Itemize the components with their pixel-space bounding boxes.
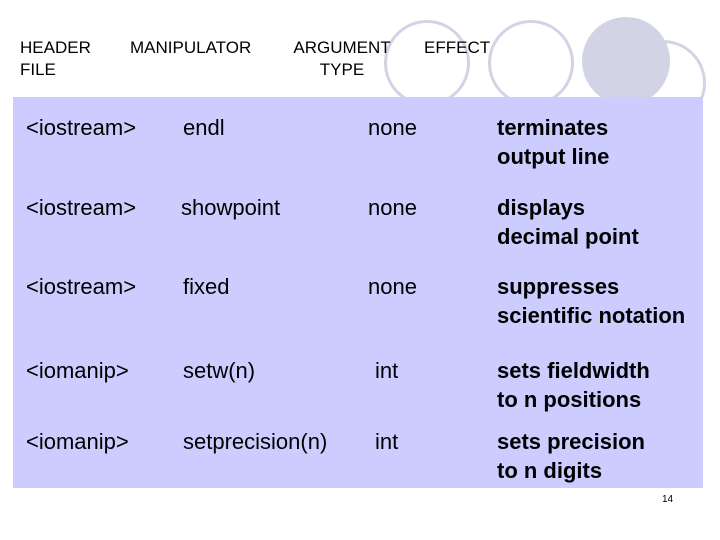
argument-type-line1: ARGUMENT [293, 38, 391, 57]
cell-effect: suppresses scientific notation [497, 272, 685, 330]
argument-type-line2: TYPE [319, 60, 365, 79]
column-header-header-file: HEADER FILE [20, 37, 91, 81]
page-number: 14 [662, 494, 674, 505]
cell-argument-type: none [368, 115, 417, 140]
effect-line1: sets fieldwidth [497, 358, 650, 383]
decorative-circle [488, 20, 574, 106]
manipulator-table: <iostream> endl none terminates output l… [13, 97, 703, 488]
decorative-circle [384, 20, 470, 106]
cell-manipulator: endl [183, 115, 225, 140]
effect-line2: scientific notation [497, 303, 686, 328]
column-header-effect: EFFECT [424, 38, 491, 57]
cell-manipulator: fixed [183, 274, 230, 299]
cell-manipulator: setw(n) [183, 358, 256, 383]
effect-line2: to n digits [497, 458, 603, 483]
cell-argument-type: none [368, 195, 417, 220]
cell-effect: displays decimal point [497, 193, 639, 251]
effect-line2: to n positions [497, 387, 642, 412]
effect-line1: sets precision [497, 429, 645, 454]
cell-header-file: <iostream> [26, 274, 137, 299]
column-header-argument-type: ARGUMENT TYPE [288, 37, 396, 81]
cell-header-file: <iostream> [26, 195, 137, 220]
effect-line2: output line [497, 144, 610, 169]
cell-effect: terminates output line [497, 113, 609, 171]
cell-manipulator: setprecision(n) [183, 429, 328, 454]
effect-line1: suppresses [497, 274, 620, 299]
effect-line2: decimal point [497, 224, 639, 249]
cell-header-file: <iomanip> [26, 358, 129, 383]
header-file-line2: FILE [20, 60, 56, 79]
cell-argument-type: none [368, 274, 417, 299]
cell-effect: sets fieldwidth to n positions [497, 356, 650, 414]
column-header-manipulator: MANIPULATOR [130, 38, 252, 57]
cell-header-file: <iostream> [26, 115, 137, 140]
cell-argument-type: int [375, 358, 399, 383]
effect-line1: terminates [497, 115, 609, 140]
header-file-line1: HEADER [20, 38, 91, 57]
effect-line1: displays [497, 195, 586, 220]
cell-manipulator: showpoint [181, 195, 281, 220]
cell-argument-type: int [375, 429, 399, 454]
cell-header-file: <iomanip> [26, 429, 129, 454]
cell-effect: sets precision to n digits [497, 427, 645, 485]
